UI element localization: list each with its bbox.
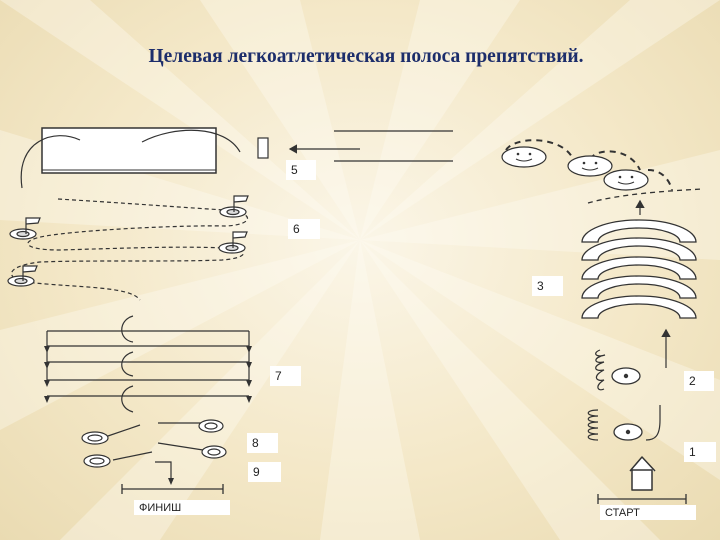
lanes-station-7 xyxy=(46,315,250,413)
station-label-3: 3 xyxy=(532,276,563,296)
arches-station-3 xyxy=(581,219,697,319)
beam-obstacle xyxy=(41,127,217,174)
target-station-1 xyxy=(587,405,661,441)
start-arrow-icon xyxy=(629,456,656,491)
station-label-5: 5 xyxy=(286,160,316,180)
station-label-8: 8 xyxy=(247,433,278,453)
finish-line xyxy=(121,484,224,494)
faces-station-4 xyxy=(501,139,704,204)
station-label-6: 6 xyxy=(288,219,320,239)
station-label-7: 7 xyxy=(270,366,301,386)
beam-jump-path xyxy=(20,129,241,189)
small-box-icon xyxy=(257,137,269,159)
target-station-2 xyxy=(595,349,641,391)
station-label-9: 9 xyxy=(248,462,281,482)
station-label-2: 2 xyxy=(684,371,714,391)
start-label: СТАРТ xyxy=(600,505,696,520)
lane-arrowheads xyxy=(44,346,252,403)
page-title: Целевая легкоатлетическая полоса препятс… xyxy=(148,46,584,67)
station-label-1: 1 xyxy=(684,442,716,462)
finish-label: ФИНИШ xyxy=(134,500,230,515)
lines-station-5 xyxy=(288,130,453,162)
flags-station-6 xyxy=(7,195,249,301)
targets-station-8 xyxy=(81,419,227,478)
start-line xyxy=(597,494,687,504)
finish-arrow-icon xyxy=(168,478,174,485)
